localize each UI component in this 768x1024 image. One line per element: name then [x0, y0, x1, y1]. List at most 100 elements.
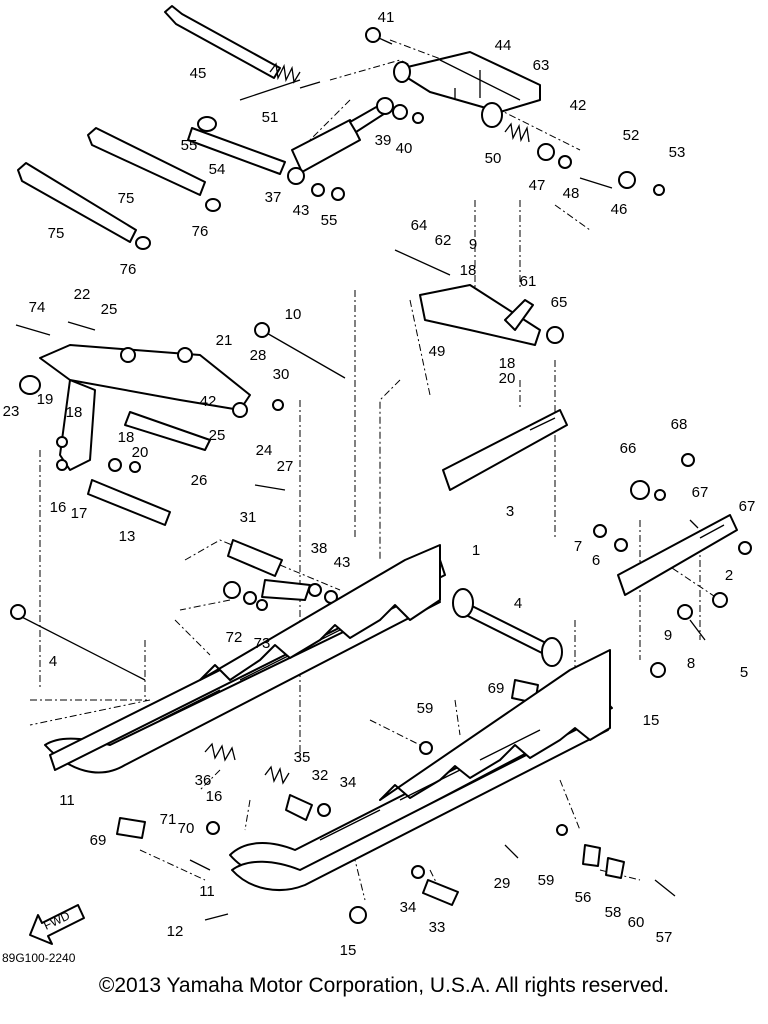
part-number-label: 8	[687, 655, 695, 672]
part-number-label: 63	[533, 57, 550, 74]
part-number-label: 7	[574, 538, 582, 555]
part-number-label: 15	[340, 942, 357, 959]
part-number-label: 60	[628, 914, 645, 931]
part-number-label: 17	[71, 505, 88, 522]
part-number-label: 21	[216, 332, 233, 349]
part-number-label: 31	[240, 509, 257, 526]
part-number-label: 15	[643, 712, 660, 729]
part-number-label: 57	[656, 929, 673, 946]
part-number-label: 55	[321, 212, 338, 229]
part-number-label: 64	[411, 217, 428, 234]
washer-group	[56, 104, 752, 924]
shock-absorber	[287, 97, 394, 185]
part-number-label: 25	[209, 427, 226, 444]
part-number-label: 49	[429, 343, 446, 360]
part-number-label: 40	[396, 140, 413, 157]
part-number-label: 20	[499, 370, 516, 387]
part-number-label: 12	[167, 923, 184, 940]
part-number-label: 18	[499, 355, 516, 372]
part-number-label: 75	[48, 225, 65, 242]
part-number-label: 45	[190, 65, 207, 82]
plate-group	[442, 409, 738, 596]
part-number-label: 47	[529, 177, 546, 194]
part-number-label: 11	[59, 792, 75, 809]
part-number-label: 72	[226, 629, 243, 646]
part-number-label: 67	[739, 498, 756, 515]
part-number-label: 16	[50, 499, 67, 516]
part-number-label: 41	[378, 9, 395, 26]
part-number-label: 61	[520, 273, 537, 290]
part-number-label: 46	[611, 201, 628, 218]
part-number-label: 68	[671, 416, 688, 433]
shaft-group	[17, 5, 286, 250]
part-number-label: 43	[293, 202, 310, 219]
part-number-label: 33	[429, 919, 446, 936]
front-arm	[419, 284, 564, 346]
part-number-label: 19	[37, 391, 54, 408]
part-number-label: 30	[273, 366, 290, 383]
slide-rail-right	[229, 649, 613, 891]
part-number-label: 53	[669, 144, 686, 161]
part-number-label: 42	[200, 393, 217, 410]
upper-rear-arm	[393, 51, 541, 128]
part-number-label: 38	[311, 540, 328, 557]
part-number-label: 35	[294, 749, 311, 766]
part-number-label: 22	[74, 286, 91, 303]
part-number-label: 27	[277, 458, 294, 475]
part-number-label: 67	[692, 484, 709, 501]
part-number-label: 56	[575, 889, 592, 906]
part-number-label: 24	[256, 442, 273, 459]
part-number-label: 5	[740, 664, 748, 681]
part-number-label: 18	[460, 262, 477, 279]
cross-shaft	[452, 588, 563, 667]
part-number-label: 25	[101, 301, 118, 318]
part-number-label: 51	[262, 109, 279, 126]
part-number-label: 52	[623, 127, 640, 144]
part-number-label: 9	[469, 236, 477, 253]
part-number-label: 75	[118, 190, 135, 207]
part-number-label: 71	[160, 811, 177, 828]
part-number-label: 9	[664, 627, 672, 644]
part-number-label: 20	[132, 444, 149, 461]
part-number-label: 69	[488, 680, 505, 697]
part-number-label: 73	[254, 635, 271, 652]
part-number-label: 2	[725, 567, 733, 584]
part-number-label: 18	[66, 404, 83, 421]
sleeve-group	[87, 479, 625, 906]
fwd-arrow-icon: FWD	[29, 904, 85, 945]
part-number-label: 76	[120, 261, 137, 278]
part-number-label: 54	[209, 161, 226, 178]
part-number-label: 65	[551, 294, 568, 311]
part-number-label: 70	[178, 820, 195, 837]
part-number-label: 55	[181, 137, 198, 154]
part-number-label: 28	[250, 347, 267, 364]
part-number-label: 23	[3, 403, 20, 420]
part-number-label: 36	[195, 772, 212, 789]
part-number-label: 66	[620, 440, 637, 457]
part-number-label: 6	[592, 552, 600, 569]
part-number-label: 74	[29, 299, 46, 316]
part-number-label: 34	[400, 899, 417, 916]
part-number-label: 62	[435, 232, 452, 249]
part-number-label: 76	[192, 223, 209, 240]
part-number-label: 3	[506, 503, 514, 520]
part-number-label: 58	[605, 904, 622, 921]
slide-rail-left	[44, 544, 446, 774]
part-number-label: 34	[340, 774, 357, 791]
part-number-label: 44	[495, 37, 512, 54]
diagram-code: 89G100-2240	[2, 951, 76, 965]
part-number-label: 4	[49, 653, 57, 670]
part-number-label: 42	[570, 97, 587, 114]
part-number-label: 37	[265, 189, 282, 206]
part-number-label: 4	[514, 595, 522, 612]
assembly-guide-lines	[29, 39, 721, 901]
part-number-label: 69	[90, 832, 107, 849]
part-number-label: 50	[485, 150, 502, 167]
part-number-label: 1	[472, 542, 480, 559]
part-number-label: 18	[118, 429, 135, 446]
part-number-label: 29	[494, 875, 511, 892]
part-number-label: 10	[285, 306, 302, 323]
part-number-label: 39	[375, 132, 392, 149]
